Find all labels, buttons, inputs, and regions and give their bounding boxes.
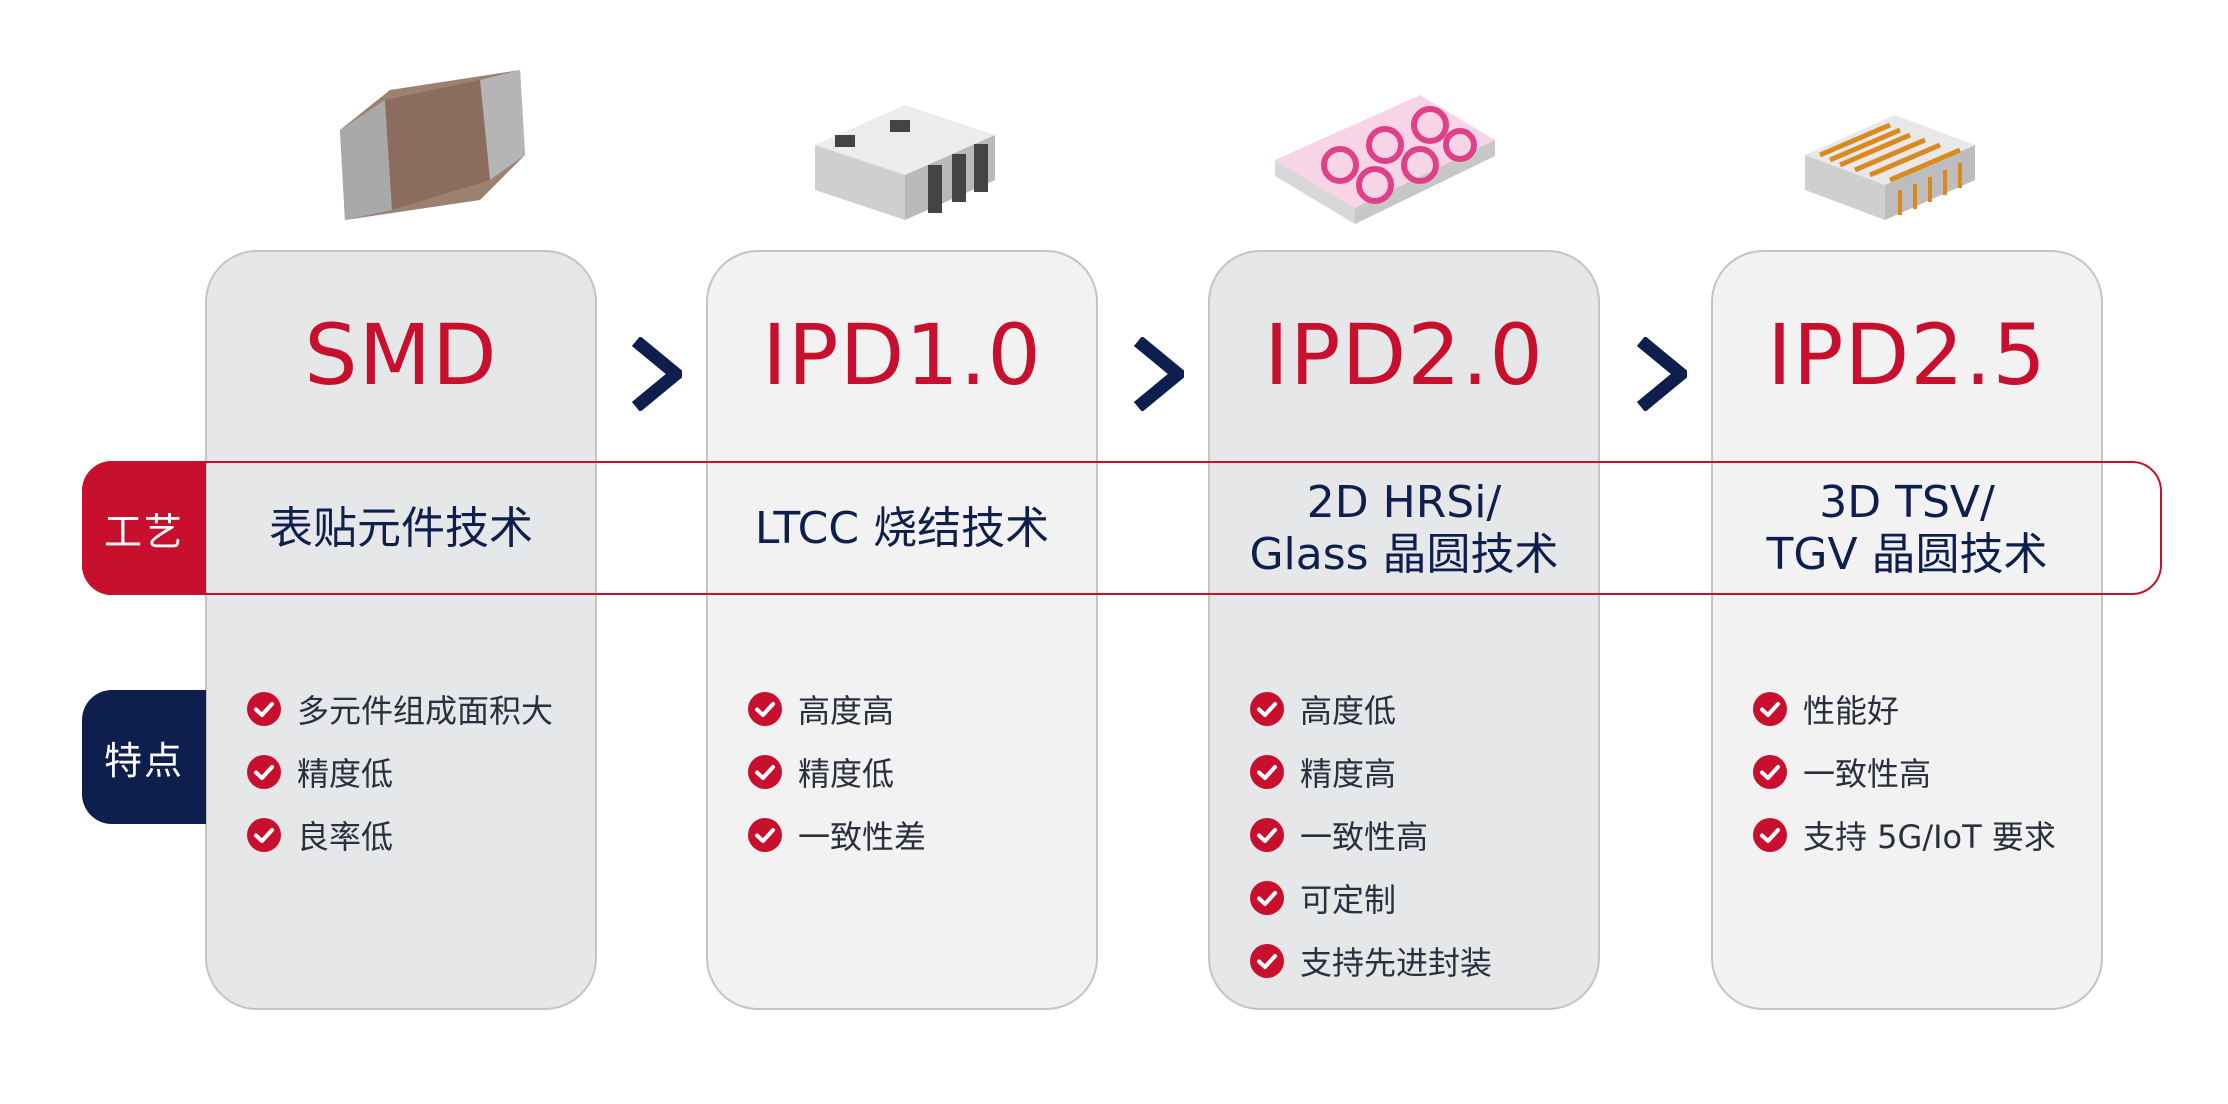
check-circle-icon	[748, 817, 782, 852]
check-circle-icon	[748, 691, 782, 726]
check-circle-icon	[247, 754, 281, 789]
process-text: 表贴元件技术	[269, 503, 533, 554]
feature-item: 精度低	[748, 740, 926, 803]
chevron-right-icon	[1636, 337, 1687, 411]
card-title: IPD2.5	[1767, 306, 2047, 404]
check-circle-icon	[247, 691, 281, 726]
check-circle-icon	[1753, 691, 1787, 726]
feature-item: 精度低	[247, 740, 553, 803]
feature-item: 性能好	[1753, 677, 2056, 740]
feature-item: 良率低	[247, 803, 553, 866]
feature-item: 可定制	[1250, 866, 1492, 929]
check-circle-icon	[1250, 817, 1284, 852]
ltcc-component-image	[815, 105, 995, 220]
feature-list: 高度低 精度高 一致性高 可定制 支持先进封装	[1250, 677, 1492, 992]
card-smd: SMD 表贴元件技术 多元件组成面积大 精度低 良率低	[205, 250, 597, 1010]
process-text: LTCC 烧结技术	[754, 503, 1050, 554]
ipd25-tsv-image	[1805, 115, 1975, 220]
feature-list: 多元件组成面积大 精度低 良率低	[247, 677, 553, 866]
process-row-label: 工艺	[82, 461, 206, 595]
check-circle-icon	[247, 817, 281, 852]
card-title: IPD2.0	[1264, 306, 1544, 404]
card-ipd25: IPD2.5 3D TSV/ TGV 晶圆技术 性能好 一致性高 支持 5G/I…	[1711, 250, 2103, 1010]
feature-item: 一致性差	[748, 803, 926, 866]
check-circle-icon	[1250, 943, 1284, 978]
smd-component-image	[340, 70, 525, 220]
card-title: IPD1.0	[762, 306, 1042, 404]
features-row-label: 特点	[82, 690, 206, 824]
check-circle-icon	[748, 754, 782, 789]
card-title: SMD	[304, 306, 498, 404]
process-band	[82, 461, 2162, 595]
feature-item: 多元件组成面积大	[247, 677, 553, 740]
feature-item: 高度高	[748, 677, 926, 740]
check-circle-icon	[1250, 880, 1284, 915]
check-circle-icon	[1250, 754, 1284, 789]
check-circle-icon	[1753, 754, 1787, 789]
ipd2-wafer-image	[1275, 95, 1495, 224]
chevron-right-icon	[631, 337, 682, 411]
process-text: 2D HRSi/ Glass 晶圆技术	[1249, 477, 1559, 580]
feature-item: 高度低	[1250, 677, 1492, 740]
feature-list: 高度高 精度低 一致性差	[748, 677, 926, 866]
feature-item: 精度高	[1250, 740, 1492, 803]
chevron-right-icon	[1133, 337, 1184, 411]
process-text: 3D TSV/ TGV 晶圆技术	[1766, 477, 2048, 580]
check-circle-icon	[1753, 817, 1787, 852]
feature-item: 支持先进封装	[1250, 929, 1492, 992]
check-circle-icon	[1250, 691, 1284, 726]
card-ipd2: IPD2.0 2D HRSi/ Glass 晶圆技术 高度低 精度高 一致性高 …	[1208, 250, 1600, 1010]
card-ipd1: IPD1.0 LTCC 烧结技术 高度高 精度低 一致性差	[706, 250, 1098, 1010]
feature-list: 性能好 一致性高 支持 5G/IoT 要求	[1753, 677, 2056, 866]
feature-item: 支持 5G/IoT 要求	[1753, 803, 2056, 866]
feature-item: 一致性高	[1753, 740, 2056, 803]
feature-item: 一致性高	[1250, 803, 1492, 866]
